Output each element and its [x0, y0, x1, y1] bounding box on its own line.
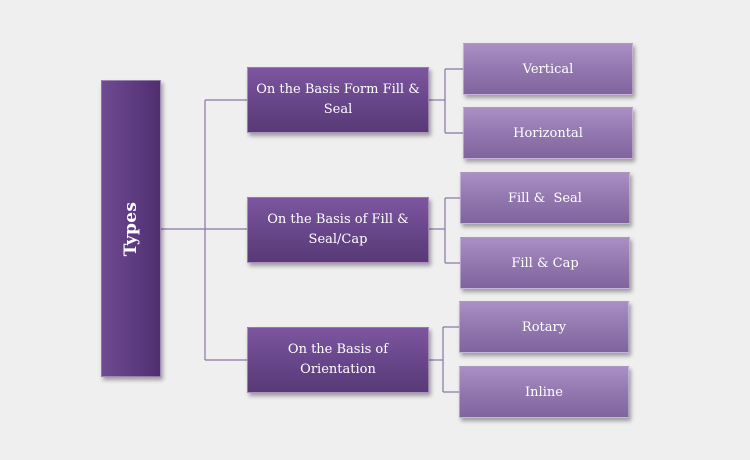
category-label: On the Basis Form Fill & Seal: [256, 82, 420, 117]
category-label: On the Basis of Fill & Seal/Cap: [267, 212, 409, 247]
leaf-node-vertical: Vertical: [463, 43, 633, 95]
leaf-node-fill-cap: Fill & Cap: [460, 237, 630, 289]
leaf-label: Inline: [525, 384, 563, 400]
leaf-node-horizontal: Horizontal: [463, 107, 633, 159]
leaf-label: Fill & Cap: [511, 255, 579, 271]
leaf-label: Rotary: [521, 319, 567, 335]
root-node-types: Types: [101, 80, 161, 377]
category-node-orientation: On the Basis of Orientation: [247, 327, 429, 393]
root-label: Types: [121, 201, 141, 256]
leaf-node-rotary: Rotary: [459, 301, 629, 353]
leaf-node-inline: Inline: [459, 366, 629, 418]
leaf-label: Horizontal: [513, 125, 583, 141]
category-node-form-fill-seal: On the Basis Form Fill & Seal: [247, 67, 429, 133]
leaf-label: Vertical: [522, 61, 574, 77]
leaf-node-fill-seal: Fill & Seal: [460, 172, 630, 224]
leaf-label: Fill & Seal: [508, 190, 582, 206]
category-label: On the Basis of Orientation: [287, 342, 389, 377]
category-node-fill-seal-cap: On the Basis of Fill & Seal/Cap: [247, 197, 429, 263]
